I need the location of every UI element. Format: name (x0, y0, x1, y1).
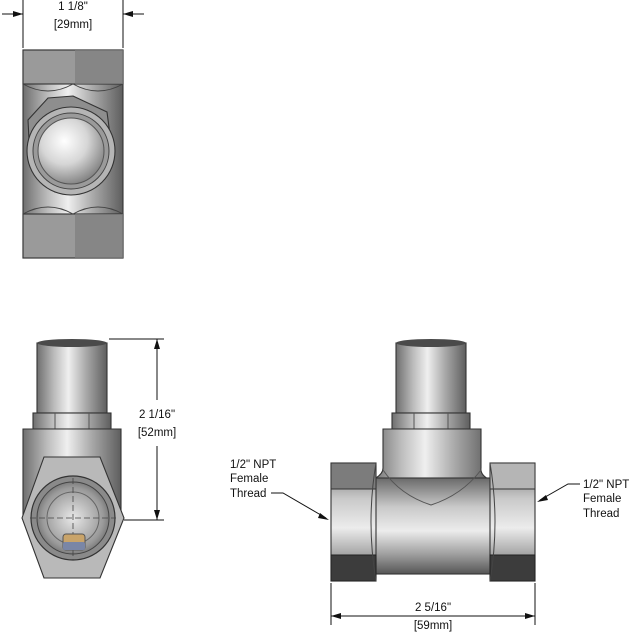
front-view-run-body (367, 477, 495, 575)
left-callout-line3: Thread (230, 488, 266, 500)
front-width-metric: [59mm] (414, 620, 452, 632)
front-view-right-port (489, 462, 536, 582)
left-thread-callout: 1/2" NPT Female Thread (230, 459, 329, 520)
top-width-metric: [29mm] (54, 19, 92, 31)
side-view-hex-nut (32, 412, 112, 430)
right-callout-line1: 1/2" NPT (583, 479, 629, 491)
front-view-branch (371, 428, 491, 481)
left-callout-line1: 1/2" NPT (230, 459, 276, 471)
side-view (21, 339, 125, 579)
front-view-hex-nut (391, 412, 471, 430)
front-view-cap (395, 342, 467, 414)
right-callout-line2: Female (583, 493, 621, 505)
side-height-metric: [52mm] (138, 427, 176, 439)
front-view-left-port (330, 462, 377, 582)
side-height-dimension: 2 1/16" [52mm] (109, 338, 176, 521)
front-view (330, 339, 536, 582)
right-callout-line3: Thread (583, 508, 619, 520)
top-view (22, 49, 124, 259)
right-thread-callout: 1/2" NPT Female Thread (537, 479, 629, 520)
side-view-cap (36, 342, 108, 414)
top-width-imperial: 1 1/8" (58, 1, 88, 13)
front-width-imperial: 2 5/16" (415, 602, 451, 614)
side-height-imperial: 2 1/16" (139, 409, 175, 421)
left-callout-line2: Female (230, 473, 268, 485)
top-view-dome-cap (37, 117, 105, 185)
front-width-dimension: 2 5/16" [59mm] (330, 583, 536, 632)
top-width-dimension: 1 1/8" [29mm] (2, 0, 144, 48)
